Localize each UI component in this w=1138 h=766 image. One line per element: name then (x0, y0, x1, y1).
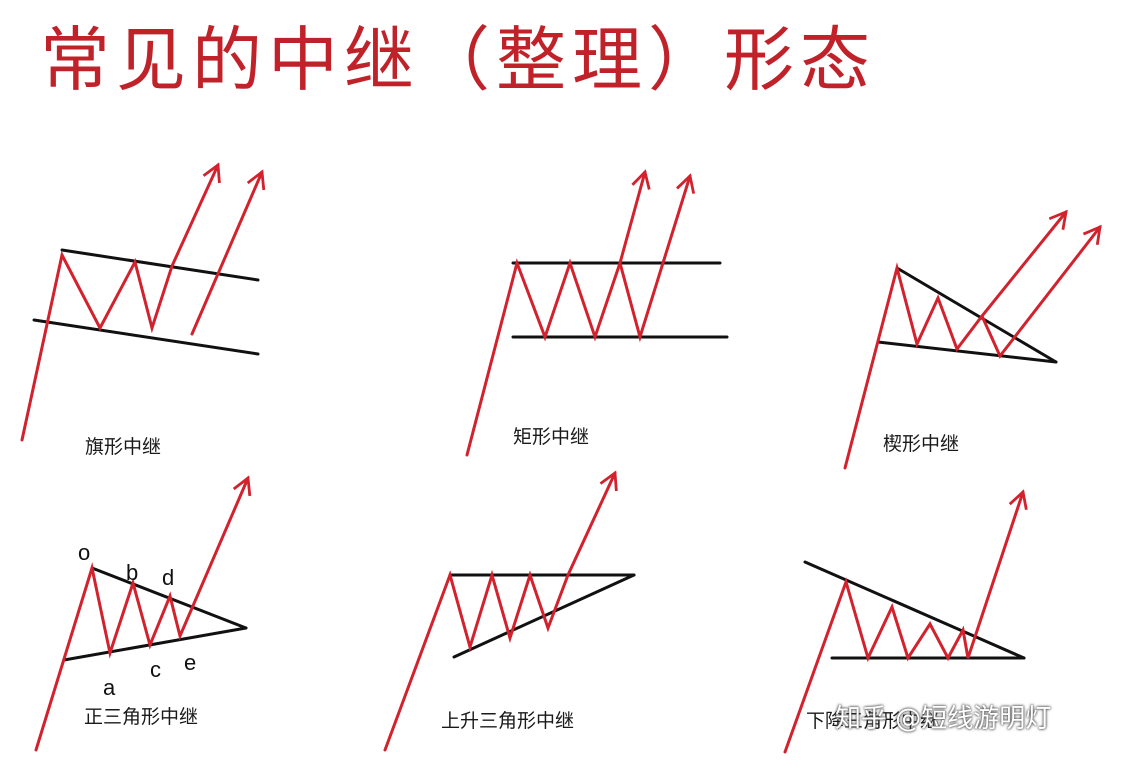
wedge-pattern (843, 209, 1102, 470)
wedge-upper-line (895, 266, 1058, 364)
wedge-lower-line (876, 340, 1058, 364)
point-label-b: b (126, 560, 139, 585)
flag-zigzag-arrow (20, 162, 221, 442)
page-title: 常见的中继（整理）形态 (40, 19, 876, 101)
point-label-o: o (78, 540, 91, 565)
wedge-caption: 楔形中继 (883, 433, 960, 455)
rectangle-caption: 矩形中继 (513, 426, 590, 448)
descending-upper-line (803, 560, 1026, 660)
descending-caption: 下降三角形中继 (806, 710, 940, 732)
symmetrical-zigzag-arrow (34, 475, 252, 752)
point-label-a: a (103, 675, 116, 700)
ascending-zigzag-arrow (383, 470, 618, 752)
point-label-c: c (150, 657, 161, 682)
point-label-d: d (162, 565, 175, 590)
symmetrical-caption: 正三角形中继 (84, 706, 199, 728)
flag-pattern (20, 162, 266, 442)
ascending-triangle-pattern (383, 470, 636, 752)
rectangle-pattern (465, 169, 729, 457)
rectangle-second-arrow (618, 173, 696, 343)
watermark: 知乎 @短线游明灯 (835, 704, 1052, 734)
symmetrical-lower-line (62, 626, 248, 662)
flag-upper-line (60, 248, 260, 282)
flag-second-arrow (190, 169, 266, 336)
descending-zigzag-arrow (783, 489, 1028, 754)
ascending-caption: 上升三角形中继 (441, 710, 575, 732)
wedge-second-arrow (980, 224, 1102, 359)
symmetrical-triangle-pattern (34, 475, 252, 752)
point-label-e: e (184, 650, 197, 675)
flag-caption: 旗形中继 (85, 436, 162, 458)
rectangle-zigzag-arrow (465, 169, 651, 457)
descending-triangle-pattern (783, 489, 1028, 754)
flag-lower-line (32, 318, 260, 356)
